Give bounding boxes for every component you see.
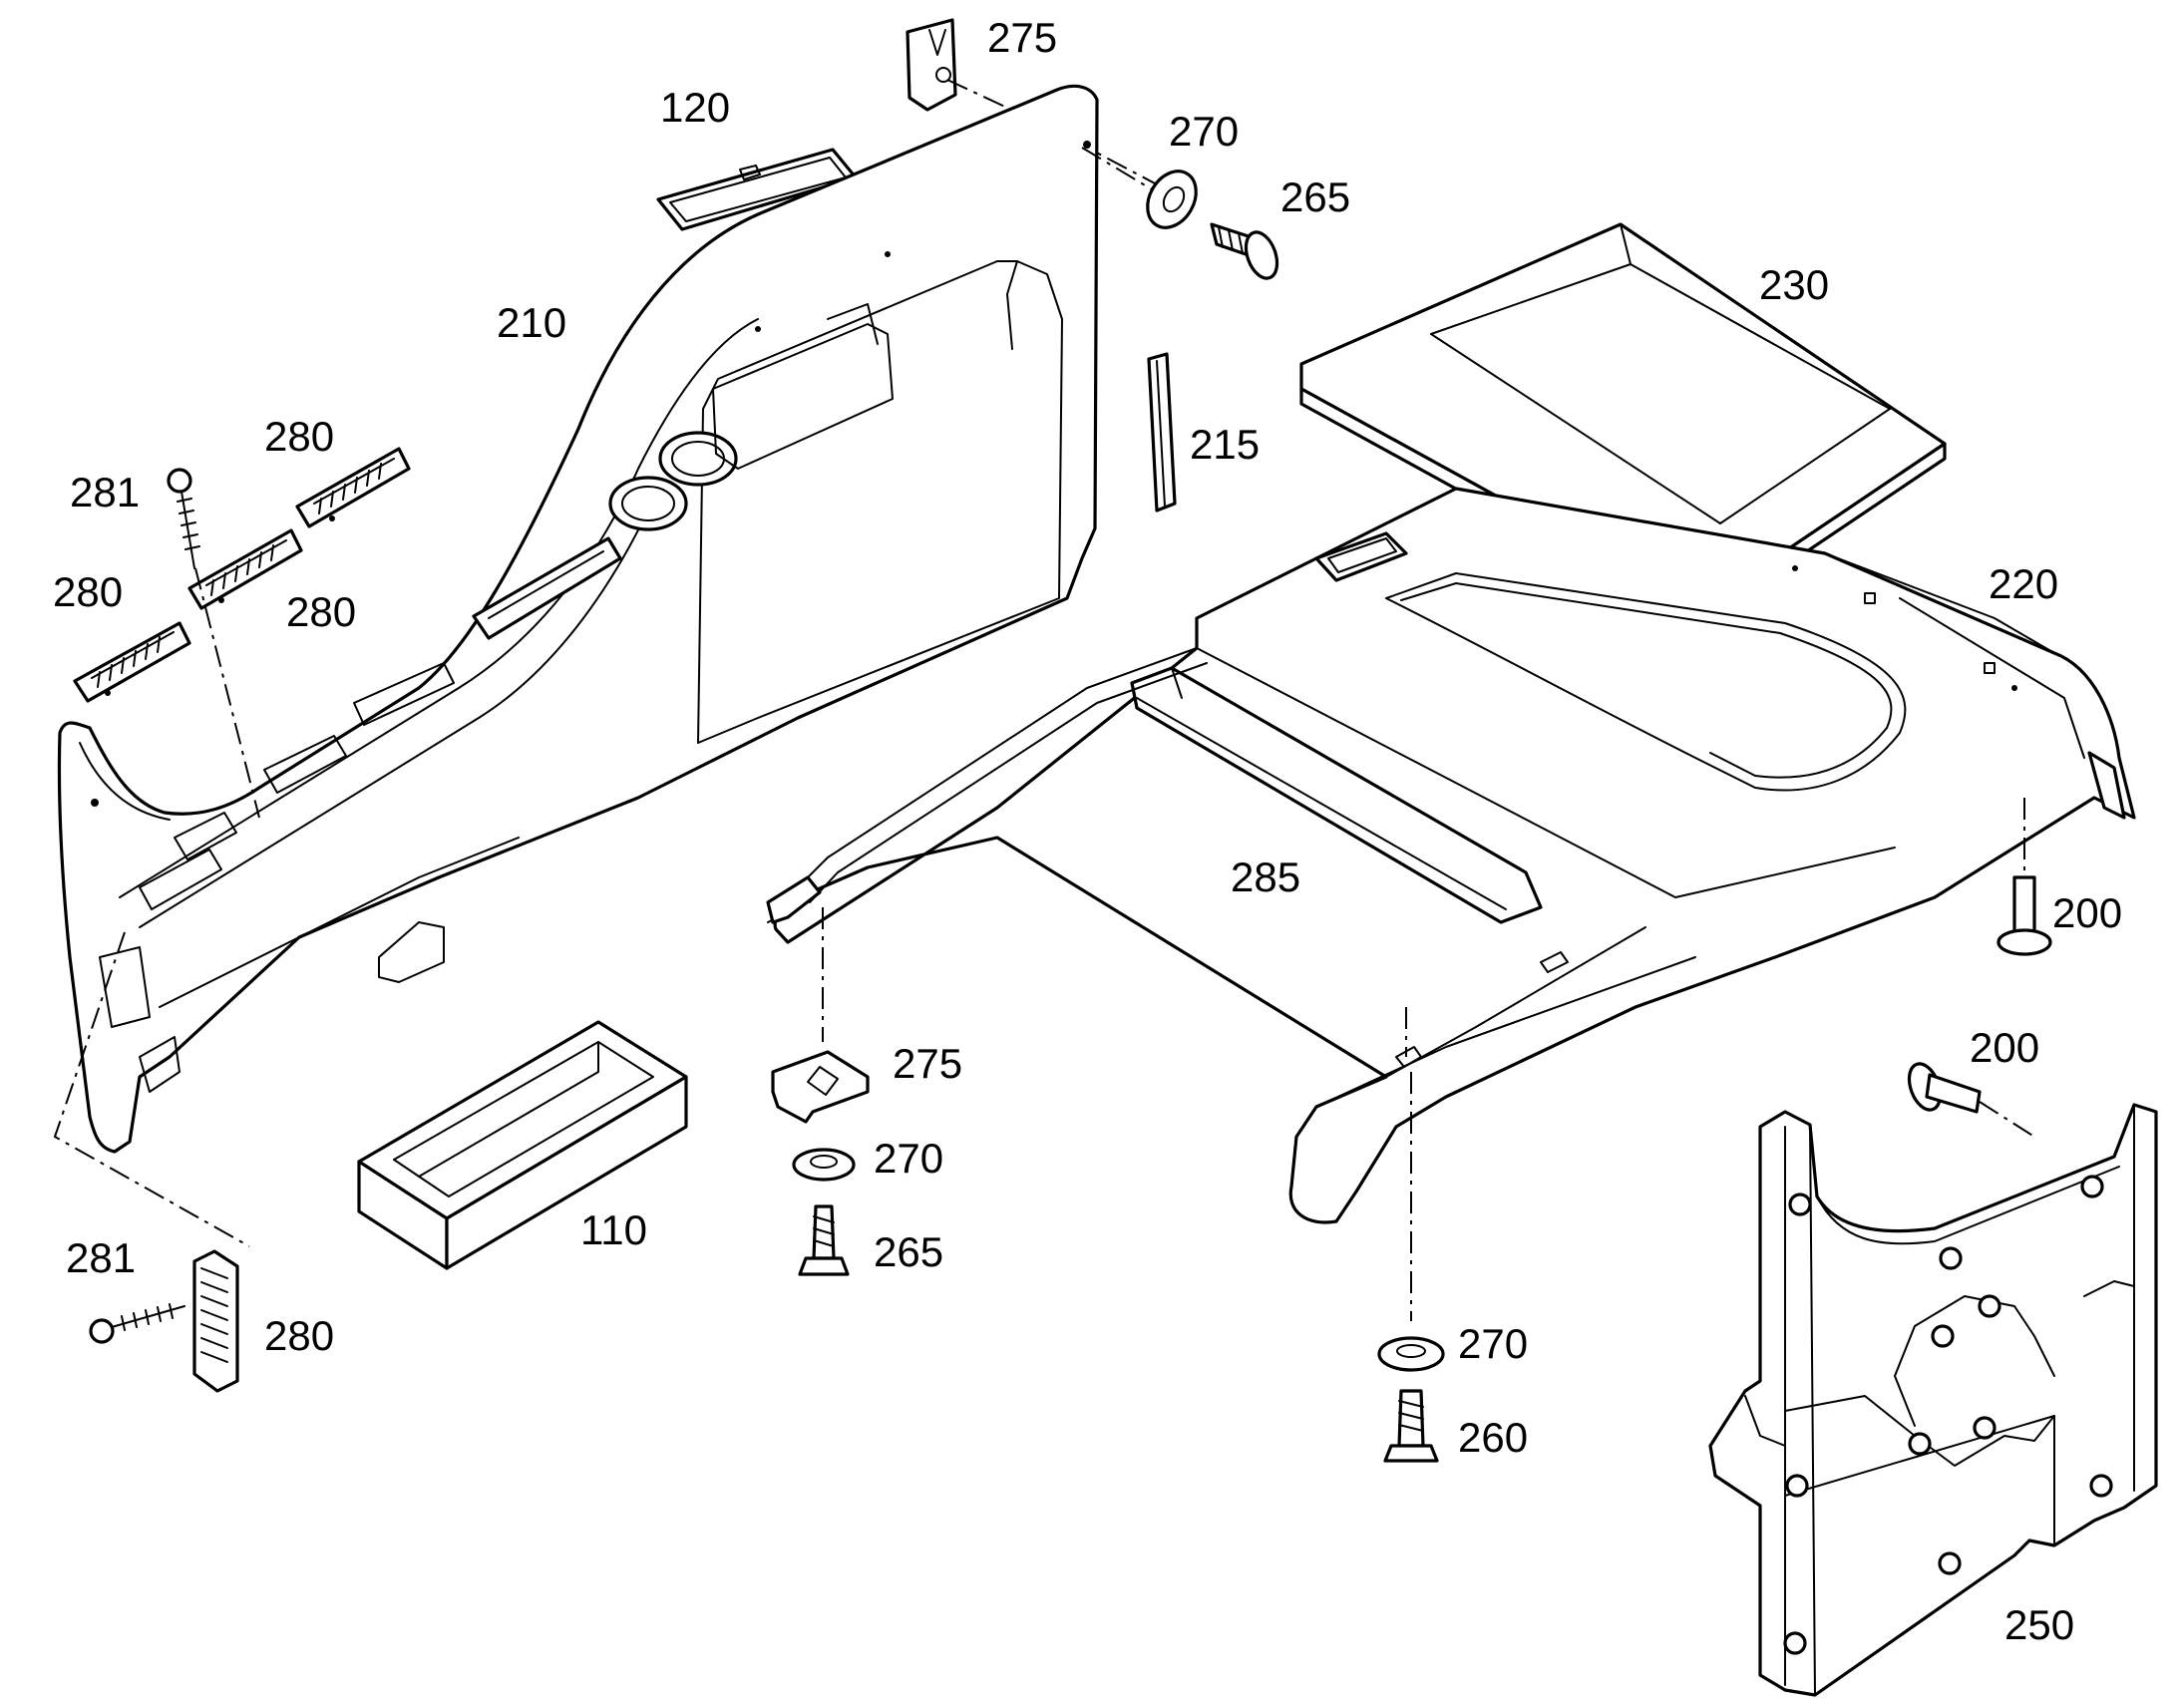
part-280-grille-b [187,528,303,610]
callout-270-low: 270 [1458,1320,1528,1367]
part-280-grille-c [73,621,191,703]
part-265-screw-top [1210,222,1279,280]
callout-215: 215 [1190,421,1260,468]
part-260-screw [1383,1389,1439,1463]
callout-120: 120 [660,84,730,131]
part-270-washer-mid [792,1148,856,1182]
callout-265-top: 265 [1280,173,1350,220]
callout-280-c: 280 [286,588,356,635]
callout-275-top: 275 [987,14,1057,61]
part-275-clip-top [906,18,957,112]
callout-250: 250 [2004,1601,2074,1648]
part-285-cable-channel [1130,666,1543,924]
part-200-bolt-a [1997,798,2052,956]
callout-labels: 120 275 270 265 230 210 215 280 281 280 … [53,14,2122,1648]
callout-275-mid: 275 [893,1040,962,1087]
part-250-rear-panel [1708,1103,2158,1697]
callout-280-b: 280 [53,568,123,615]
callout-270-mid: 270 [874,1135,943,1182]
callout-110: 110 [580,1206,647,1253]
callout-270-top: 270 [1169,108,1239,155]
part-280-grille-a [295,447,411,528]
callout-200-a: 200 [2052,889,2122,936]
callout-220: 220 [1989,560,2058,607]
callout-200-b: 200 [1970,1024,2039,1071]
part-270-washer-low [1377,1336,1445,1372]
callout-265-mid: 265 [874,1228,943,1275]
part-215-seal-strip [1147,352,1177,512]
part-275-clip-mid [771,1050,870,1124]
part-265-screw-mid [798,1204,850,1276]
part-bracket-wire [766,647,1208,924]
callout-280-d: 280 [264,1312,334,1359]
callout-285: 285 [1231,854,1300,900]
part-200-bolt-b [1907,1062,2035,1138]
callout-281-a: 281 [70,469,140,515]
callout-281-b: 281 [66,1234,136,1281]
callout-210: 210 [497,299,566,346]
part-110-tray [357,1020,688,1270]
callout-230: 230 [1759,261,1829,308]
part-281-screw-top [167,468,200,569]
part-210-side-console [57,84,1099,1154]
part-280-grille-d [192,1249,239,1393]
part-281-screw-bottom [89,1303,185,1344]
callout-260: 260 [1458,1414,1528,1461]
part-270-washer-top [1146,170,1198,229]
callout-280-a: 280 [264,413,334,460]
